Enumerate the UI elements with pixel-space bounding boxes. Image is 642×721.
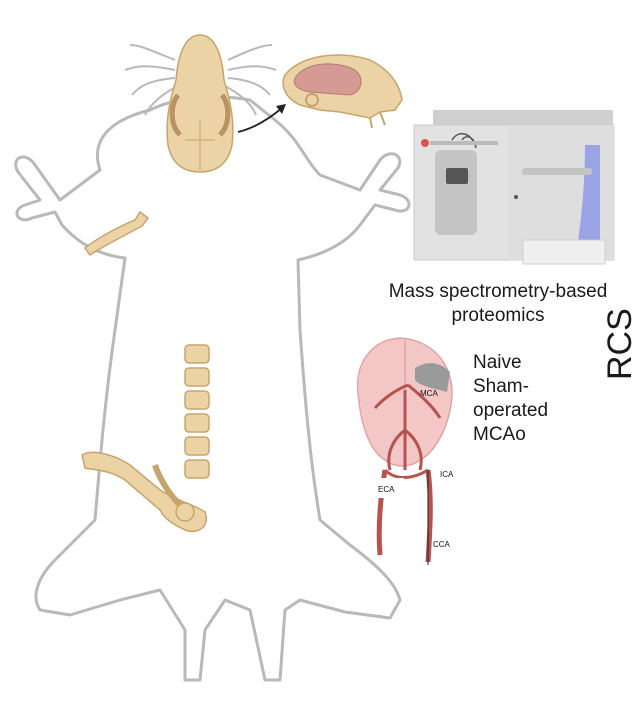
instrument-caption-line-2: proteomics [451, 305, 545, 326]
side-label: RCS [601, 308, 639, 380]
arrow-head [276, 104, 286, 114]
ica-label: ICA [440, 470, 454, 479]
brain-vasculature [356, 337, 453, 565]
group-naive: Naive [473, 352, 522, 373]
eca-label: ECA [378, 485, 395, 494]
mass-spectrometer [413, 110, 615, 265]
group-list: Naive Sham- operated MCAo [473, 351, 548, 447]
instrument-caption: Mass spectrometry-based proteomics [358, 280, 638, 328]
group-mcao: MCAo [473, 424, 526, 445]
rat-body-outline [14, 95, 411, 682]
group-operated: operated [473, 400, 549, 421]
mca-label: MCA [420, 389, 438, 398]
spine [184, 344, 210, 479]
arrow [237, 107, 283, 133]
instrument-caption-line-1: Mass spectrometry-based [388, 281, 608, 302]
skull-side-view [282, 54, 403, 129]
pelvis-femur [81, 451, 207, 532]
group-sham: Sham- [473, 376, 529, 397]
humerus-bone [83, 210, 150, 257]
cca-label: CCA [433, 540, 451, 549]
skull-top-view [166, 34, 234, 173]
